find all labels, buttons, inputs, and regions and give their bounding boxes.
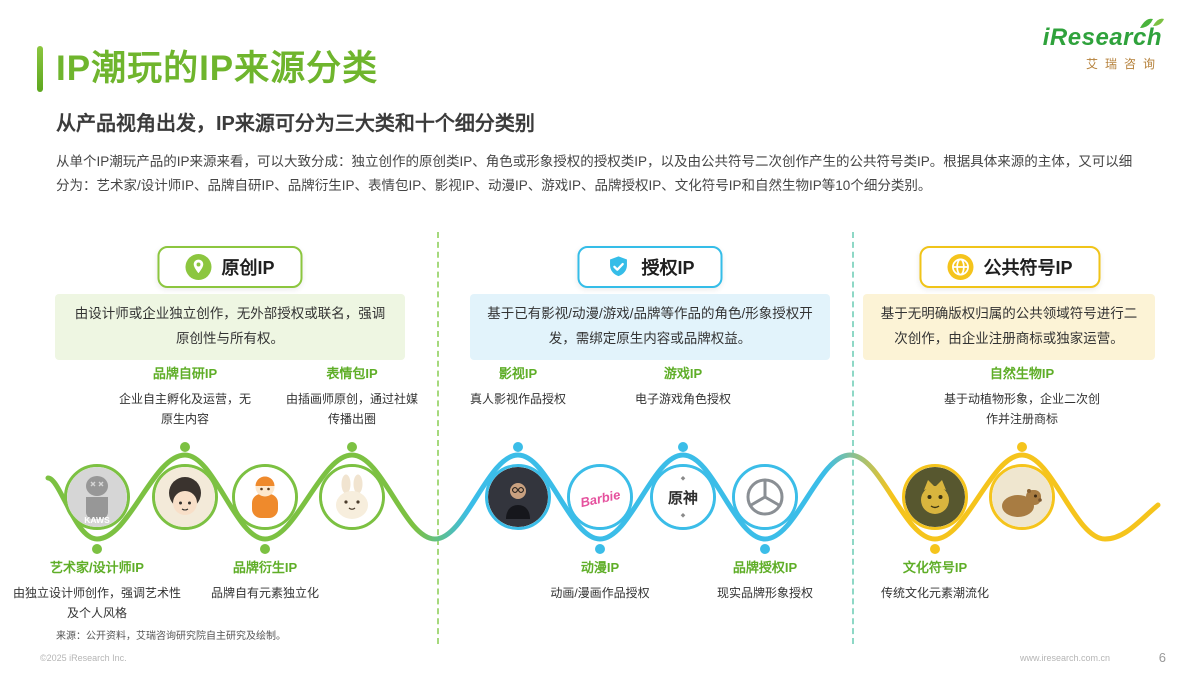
timeline-item-desc: 动画/漫画作品授权	[550, 586, 650, 600]
timeline-item-desc: 电子游戏角色授权	[634, 392, 731, 406]
mercedes-logo-image	[732, 464, 798, 530]
location-pin-icon	[185, 254, 212, 280]
footer-copyright: ©2025 iResearch Inc.	[40, 653, 127, 663]
timeline-label: 品牌自研IP 企业自主孵化及运营，无原生内容	[118, 363, 253, 430]
timeline-item-title: 自然生物IP	[989, 366, 1055, 381]
timeline-label: 表情包IP 由插画师原创，通过社媒传播出圈	[285, 363, 420, 430]
timeline-item-desc: 企业自主孵化及运营，无原生内容	[118, 392, 251, 427]
illustrator-avatar-image	[152, 464, 218, 530]
timeline-item-desc: 由插画师原创，通过社媒传播出圈	[285, 392, 418, 427]
timeline-dot	[930, 544, 940, 554]
timeline-label: 艺术家/设计师IP 由独立设计师创作，强调艺术性及个人风格	[12, 557, 182, 624]
timeline-dot	[347, 442, 357, 452]
timeline-item-title: 文化符号IP	[902, 560, 968, 575]
kaws-figure-image: KAWS	[64, 464, 130, 530]
timeline-label: 影视IP 真人影视作品授权	[453, 363, 583, 409]
original-ip-description: 由设计师或企业独立创作，无外部授权或联名，强调原创性与所有权。	[55, 294, 405, 360]
source-note: 来源：公开资料，艾瑞咨询研究院自主研究及绘制。	[56, 631, 286, 642]
public-symbol-ip-description: 基于无明确版权归属的公共领域符号进行二次创作，由企业注册商标或独家运营。	[863, 294, 1155, 360]
timeline-dot	[260, 544, 270, 554]
timeline-label: 品牌授权IP 现实品牌形象授权	[695, 557, 835, 603]
timeline-dot	[180, 442, 190, 452]
logo-brand-cn: 艾瑞咨询	[1085, 57, 1162, 71]
leaf-icon	[1140, 18, 1164, 28]
capybara-figure-image	[989, 464, 1055, 530]
timeline-item-title: 品牌衍生IP	[232, 560, 298, 575]
timeline-item-desc: 真人影视作品授权	[469, 392, 566, 406]
section-divider-2	[852, 232, 854, 644]
timeline-label: 自然生物IP 基于动植物形象，企业二次创作并注册商标	[940, 363, 1105, 430]
page-title: IP潮玩的IP来源分类	[56, 49, 379, 88]
page-subtitle: 从产品视角出发，IP来源可分为三大类和十个细分类别	[56, 113, 535, 135]
genshin-logo-image: 原神	[650, 464, 716, 530]
timeline-label: 动漫IP 动画/漫画作品授权	[530, 557, 670, 603]
badge-label: 原创IP	[221, 258, 275, 278]
timeline-label: 品牌衍生IP 品牌自有元素独立化	[190, 557, 340, 603]
badge-label: 公共符号IP	[983, 258, 1073, 278]
timeline-item-title: 艺术家/设计师IP	[50, 560, 144, 575]
timeline-label: 文化符号IP 传统文化元素潮流化	[860, 557, 1010, 603]
badge-public-symbol-ip: 公共符号IP	[919, 246, 1101, 288]
title-accent-bar	[37, 46, 43, 92]
page-number: 6	[1158, 650, 1166, 665]
logo-brand-text: iResearch	[1042, 24, 1162, 51]
licensed-ip-description: 基于已有影视/动漫/游戏/品牌等作品的角色/形象授权开发，需绑定原生内容或品牌权…	[470, 294, 830, 360]
golden-cat-figure-image	[902, 464, 968, 530]
timeline-item-title: 游戏IP	[663, 366, 703, 381]
svg-text:KAWS: KAWS	[84, 515, 110, 525]
timeline-item-desc: 传统文化元素潮流化	[880, 586, 989, 600]
timeline-dot	[513, 442, 523, 452]
timeline-item-title: 品牌自研IP	[152, 366, 218, 381]
section-divider-1	[437, 232, 439, 644]
timeline-item-title: 表情包IP	[326, 366, 378, 381]
badge-label: 授权IP	[641, 258, 695, 278]
timeline-item-desc: 现实品牌形象授权	[716, 586, 813, 600]
timeline-item-title: 动漫IP	[580, 560, 620, 575]
timeline-dot	[1017, 442, 1027, 452]
movie-still-image	[485, 464, 551, 530]
timeline-label: 游戏IP 电子游戏角色授权	[618, 363, 748, 409]
iresearch-logo: iResearch 艾瑞咨询	[1042, 18, 1164, 72]
rabbit-sticker-image	[319, 464, 385, 530]
timeline-dot	[760, 544, 770, 554]
footer-website: www.iresearch.com.cn	[1019, 653, 1110, 663]
barbie-logo-image: Barbie	[567, 464, 633, 530]
brand-mascot-image	[232, 464, 298, 530]
intro-paragraph: 从单个IP潮玩产品的IP来源来看，可以大致分成：独立创作的原创类IP、角色或形象…	[56, 154, 1133, 193]
timeline-item-title: 影视IP	[498, 366, 538, 381]
timeline-item-desc: 由独立设计师创作，强调艺术性及个人风格	[12, 586, 181, 621]
timeline-dot	[678, 442, 688, 452]
badge-licensed-ip: 授权IP	[577, 246, 723, 288]
timeline-dot	[595, 544, 605, 554]
timeline-dot	[92, 544, 102, 554]
timeline-item-title: 品牌授权IP	[732, 560, 798, 575]
timeline-item-desc: 品牌自有元素独立化	[210, 586, 319, 600]
globe-icon	[947, 254, 974, 280]
svg-text:原神: 原神	[668, 489, 698, 507]
badge-original-ip: 原创IP	[157, 246, 303, 288]
timeline-item-desc: 基于动植物形象，企业二次创作并注册商标	[943, 392, 1100, 427]
shield-check-icon	[610, 256, 627, 277]
